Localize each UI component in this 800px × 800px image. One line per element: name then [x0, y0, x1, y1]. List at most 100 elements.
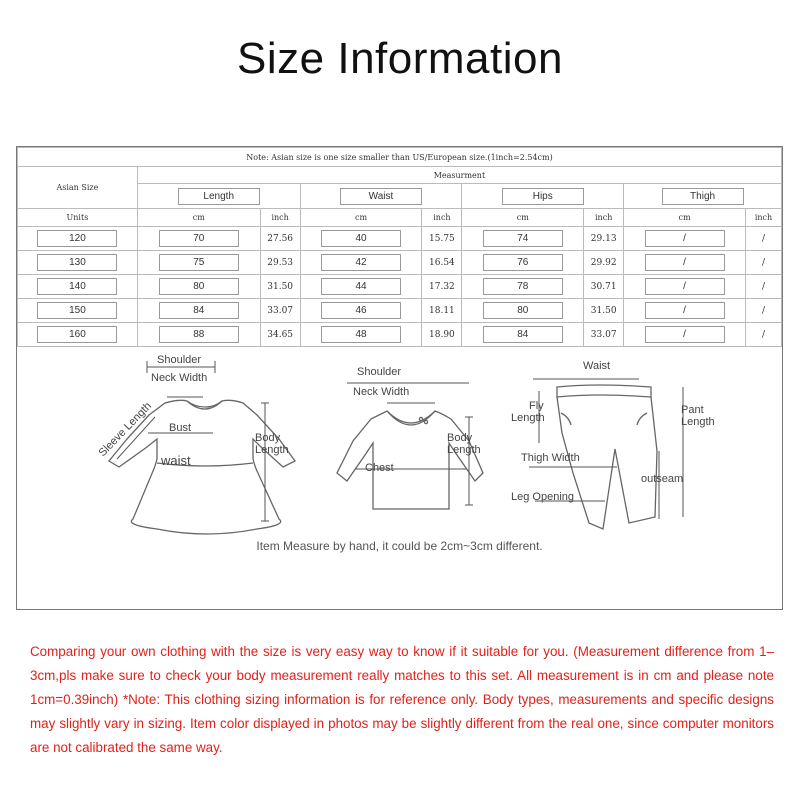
- thigh-cm-cell: /: [644, 278, 725, 295]
- size-cell: 130: [37, 254, 118, 271]
- length-cm-cell: 75: [158, 254, 239, 271]
- page-title: Size Information: [237, 34, 563, 83]
- table-row: 140 80 31.50 44 17.32 78 30.71 / /: [17, 274, 783, 299]
- sizing-disclaimer: Comparing your own clothing with the siz…: [30, 644, 774, 755]
- group-label: Waist: [339, 187, 422, 205]
- table-row: 120 70 27.56 40 15.75 74 29.13 / /: [17, 226, 783, 251]
- waist-inch-cell: 16.54: [421, 250, 463, 275]
- size-cell: 160: [37, 326, 118, 343]
- hips-inch-cell: 29.92: [583, 250, 625, 275]
- measurement-header: Measurment: [136, 166, 783, 184]
- thigh-inch-cell: /: [744, 322, 783, 347]
- table-note: Note: Asian size is one size smaller tha…: [17, 147, 782, 167]
- garment-illustrations: [108, 361, 684, 535]
- group-thigh: Thigh: [623, 183, 782, 209]
- waist-cm-cell: 46: [321, 302, 402, 319]
- length-inch-cell: 27.56: [259, 226, 301, 251]
- dress-sleeve-length-label: Sleeve Length: [97, 400, 154, 459]
- thigh-cm-cell: /: [644, 326, 725, 343]
- waist-cm-cell: 42: [321, 254, 402, 271]
- pants-fly-length-label: Length: [511, 412, 545, 424]
- hips-cm-cell: 74: [482, 230, 563, 247]
- size-chart: Note: Asian size is one size smaller tha…: [16, 146, 783, 610]
- pants-leg-opening-label: Leg Opening: [511, 491, 574, 503]
- thigh-inch-cell: /: [744, 250, 783, 275]
- measure-note: Item Measure by hand, it could be 2cm~3c…: [256, 539, 543, 553]
- hips-inch-cell: 31.50: [583, 298, 625, 323]
- group-hips: Hips: [461, 183, 625, 209]
- waist-cm-cell: 44: [321, 278, 402, 295]
- length-cm-cell: 80: [158, 278, 239, 295]
- length-inch-cell: 33.07: [259, 298, 301, 323]
- hips-inch-cell: 29.13: [583, 226, 625, 251]
- thigh-inch-cell: /: [744, 226, 783, 251]
- table-row: 150 84 33.07 46 18.11 80 31.50 / /: [17, 298, 783, 323]
- waist-inch-cell: 18.11: [421, 298, 463, 323]
- pants-thigh-width-label: Thigh Width: [521, 452, 580, 464]
- measurement-diagram: Shoulder Neck Width Sleeve Length Bust w…: [17, 343, 782, 609]
- shirt-illustration: [336, 410, 484, 510]
- waist-inch-cell: 15.75: [421, 226, 463, 251]
- table-row: 160 88 34.65 48 18.90 84 33.07 / /: [17, 322, 783, 347]
- thigh-cm-cell: /: [644, 254, 725, 271]
- unit-cm: cm: [623, 208, 746, 227]
- dress-body-length-label: Body: [255, 432, 281, 444]
- shirt-body-length-label: Length: [447, 444, 481, 456]
- size-cell: 150: [37, 302, 118, 319]
- shirt-neck-width-label: Neck Width: [353, 386, 409, 398]
- length-cm-cell: 84: [158, 302, 239, 319]
- waist-inch-cell: 18.90: [421, 322, 463, 347]
- size-cell: 140: [37, 278, 118, 295]
- thigh-cm-cell: /: [644, 302, 725, 319]
- group-label: Thigh: [661, 187, 744, 205]
- unit-inch: inch: [744, 208, 783, 227]
- diagram-labels: Shoulder Neck Width Sleeve Length Bust w…: [97, 354, 715, 503]
- hips-cm-cell: 84: [482, 326, 563, 343]
- dress-shoulder-label: Shoulder: [157, 354, 201, 366]
- size-cell: 120: [37, 230, 118, 247]
- thigh-inch-cell: /: [744, 274, 783, 299]
- pants-outseam-label: outseam: [641, 473, 683, 485]
- unit-inch: inch: [421, 208, 463, 227]
- dress-bust-label: Bust: [169, 422, 191, 434]
- shirt-shoulder-label: Shoulder: [357, 366, 401, 378]
- dress-waist-label: waist: [160, 453, 191, 468]
- dress-body-length-label: Length: [255, 444, 289, 456]
- group-waist: Waist: [299, 183, 463, 209]
- pants-pant-length-label: Pant: [681, 404, 704, 416]
- table-row: 130 75 29.53 42 16.54 76 29.92 / /: [17, 250, 783, 275]
- unit-inch: inch: [259, 208, 301, 227]
- asian-size-header: Asian Size: [17, 166, 138, 209]
- size-table: Note: Asian size is one size smaller tha…: [17, 147, 783, 347]
- hips-inch-cell: 30.71: [583, 274, 625, 299]
- thigh-inch-cell: /: [744, 298, 783, 323]
- hips-inch-cell: 33.07: [583, 322, 625, 347]
- pants-illustration: [556, 384, 658, 530]
- group-length: Length: [136, 183, 301, 209]
- pants-pant-length-label: Length: [681, 416, 715, 428]
- thigh-cm-cell: /: [644, 230, 725, 247]
- unit-inch: inch: [583, 208, 625, 227]
- pants-waist-label: Waist: [583, 360, 610, 372]
- unit-cm: cm: [299, 208, 423, 227]
- unit-cm: cm: [136, 208, 261, 227]
- pants-fly-length-label: Fly: [529, 400, 544, 412]
- shirt-body-length-label: Body: [447, 432, 473, 444]
- group-label: Hips: [501, 187, 584, 205]
- dress-neck-width-label: Neck Width: [151, 372, 207, 384]
- unit-cm: cm: [461, 208, 585, 227]
- hips-cm-cell: 80: [482, 302, 563, 319]
- waist-cm-cell: 40: [321, 230, 402, 247]
- shirt-chest-label: Chest: [365, 462, 394, 474]
- length-inch-cell: 29.53: [259, 250, 301, 275]
- dimension-arrows: [116, 361, 684, 522]
- length-cm-cell: 70: [158, 230, 239, 247]
- waist-inch-cell: 17.32: [421, 274, 463, 299]
- group-label: Length: [177, 187, 260, 205]
- units-header: Units: [17, 208, 138, 227]
- length-cm-cell: 88: [158, 326, 239, 343]
- length-inch-cell: 31.50: [259, 274, 301, 299]
- waist-cm-cell: 48: [321, 326, 402, 343]
- hips-cm-cell: 76: [482, 254, 563, 271]
- hips-cm-cell: 78: [482, 278, 563, 295]
